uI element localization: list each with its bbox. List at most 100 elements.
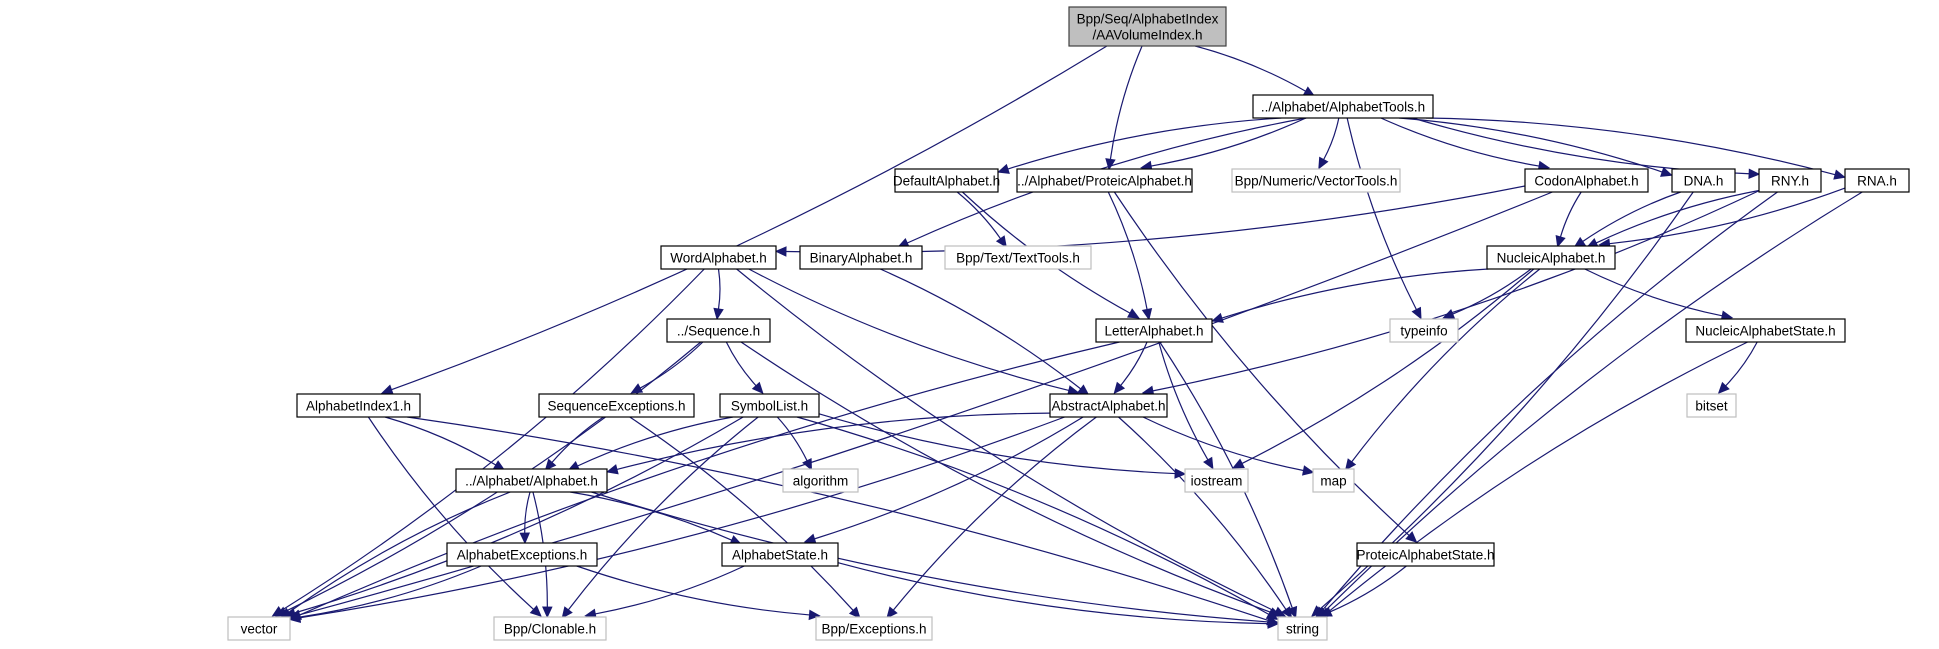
node-alphabetstate[interactable]: AlphabetState.h — [721, 542, 839, 567]
edge-codonalphabet-to-nucleicalphabet — [1555, 191, 1582, 248]
node-box — [446, 542, 598, 567]
edge-line — [1398, 117, 1663, 173]
node-label: BinaryAlphabet.h — [810, 251, 913, 266]
node-box — [1486, 245, 1616, 270]
edge-line — [616, 412, 1051, 470]
node-codonalphabet[interactable]: CodonAlphabet.h — [1524, 168, 1649, 193]
edge-alphabetindex1-to-alphabet — [384, 416, 506, 471]
edge-alphabettools-to-rna — [1425, 117, 1846, 180]
edge-nucleicalphabetstate-to-bitset — [1717, 341, 1758, 394]
edge-line — [1194, 45, 1306, 92]
edge-line — [391, 45, 1108, 391]
edge-line — [1425, 117, 1836, 176]
node-label: NucleicAlphabetState.h — [1695, 324, 1835, 339]
node-dna[interactable]: DNA.h — [1671, 168, 1736, 193]
edge-alphabetstate-to-string — [837, 562, 1280, 629]
node-alphabet[interactable]: ../Alphabet/Alphabet.h — [455, 468, 608, 493]
edge-line — [551, 416, 604, 463]
node-map: map — [1312, 468, 1355, 493]
node-letteralphabet[interactable]: LetterAlphabet.h — [1095, 318, 1213, 343]
arrowhead-icon — [995, 235, 1007, 248]
arrowhead-icon — [1717, 381, 1730, 394]
edge-rna-to-nucleicalphabet — [1598, 187, 1846, 249]
edge-line — [1351, 268, 1541, 463]
node-label: typeinfo — [1400, 324, 1447, 339]
node-rny[interactable]: RNY.h — [1758, 168, 1822, 193]
edge-root-to-alphabettools — [1194, 45, 1316, 97]
arrowhead-icon — [1748, 168, 1761, 179]
node-box — [1095, 318, 1213, 343]
node-alphabettools[interactable]: ../Alphabet/AlphabetTools.h — [1252, 94, 1434, 119]
arrowhead-icon — [1127, 308, 1140, 319]
node-wordalphabet[interactable]: WordAlphabet.h — [660, 245, 777, 270]
edge-line — [837, 562, 1269, 625]
arrowhead-icon — [1405, 531, 1418, 543]
node-box — [894, 168, 999, 193]
node-alphabetexceptions[interactable]: AlphabetExceptions.h — [446, 542, 598, 567]
edge-abstractalphabet-to-vector — [288, 416, 1065, 623]
node-label: bitset — [1695, 399, 1728, 414]
edge-symbollist-to-algorithm — [776, 416, 812, 471]
node-box — [1252, 94, 1434, 119]
node-label: string — [1286, 622, 1319, 637]
arrowhead-icon — [544, 458, 557, 471]
node-label: ../Alphabet/ProteicAlphabet.h — [1017, 174, 1192, 189]
arrowhead-icon — [1174, 468, 1187, 479]
node-label: iostream — [1191, 474, 1243, 489]
arrowhead-icon — [1319, 606, 1333, 617]
edge-defaultalphabet-to-texttools — [956, 191, 1007, 248]
edge-abstractalphabet-to-map — [1142, 416, 1315, 476]
node-proteicalphabet[interactable]: ../Alphabet/ProteicAlphabet.h — [1016, 168, 1193, 193]
node-label: WordAlphabet.h — [670, 251, 767, 266]
node-sequenceexceptions[interactable]: SequenceExceptions.h — [538, 393, 695, 418]
edge-line — [1584, 268, 1723, 317]
node-label: AlphabetState.h — [732, 548, 828, 563]
arrowhead-icon — [803, 533, 817, 544]
edge-line — [1107, 191, 1148, 310]
edge-nucleicalphabet-to-iostream — [1232, 268, 1535, 469]
edge-line — [907, 117, 1307, 244]
node-alphabetindex1[interactable]: AlphabetIndex1.h — [296, 393, 421, 418]
edge-sequenceexceptions-to-exceptions — [629, 416, 861, 619]
edge-nucleicalphabetstate-to-string — [1320, 341, 1748, 619]
arrowhead-icon — [529, 605, 542, 617]
edge-line — [1380, 117, 1540, 167]
node-box — [1231, 168, 1401, 193]
node-label: SequenceExceptions.h — [547, 399, 685, 414]
edge-line — [591, 491, 1269, 623]
node-binaryalphabet[interactable]: BinaryAlphabet.h — [799, 245, 923, 270]
node-defaultalphabet[interactable]: DefaultAlphabet.h — [893, 168, 1000, 193]
node-label: ../Sequence.h — [677, 324, 760, 339]
edge-symbollist-to-string — [796, 416, 1279, 620]
node-box — [1184, 468, 1249, 493]
edge-line — [1582, 191, 1681, 242]
node-rna[interactable]: RNA.h — [1844, 168, 1910, 193]
node-box — [1277, 616, 1328, 641]
edge-alphabetexceptions-to-exceptions — [576, 565, 821, 621]
edge-line — [736, 268, 1277, 613]
edge-line — [595, 565, 745, 615]
node-label: algorithm — [793, 474, 849, 489]
node-nucleicalphabetstate[interactable]: NucleicAlphabetState.h — [1685, 318, 1846, 343]
node-abstractalphabet[interactable]: AbstractAlphabet.h — [1049, 393, 1168, 418]
node-root[interactable]: Bpp/Seq/AlphabetIndex/AAVolumeIndex.h — [1068, 6, 1227, 47]
node-symbollist[interactable]: SymbolList.h — [719, 393, 820, 418]
node-box — [1312, 468, 1355, 493]
node-nucleicalphabet[interactable]: NucleicAlphabet.h — [1486, 245, 1616, 270]
edge-abstractalphabet-to-alphabet — [606, 412, 1051, 475]
edge-line — [717, 268, 721, 310]
edge-line — [576, 565, 810, 616]
node-label: AlphabetExceptions.h — [457, 548, 588, 563]
node-label: DefaultAlphabet.h — [893, 174, 1000, 189]
node-box — [944, 245, 1092, 270]
edge-rny-to-abstractalphabet — [1141, 190, 1760, 396]
node-label: map — [1320, 474, 1346, 489]
arrowhead-icon — [713, 307, 724, 321]
node-sequence[interactable]: ../Sequence.h — [666, 318, 771, 343]
arrowhead-icon — [802, 457, 812, 471]
edge-abstractalphabet-to-string — [1118, 416, 1293, 619]
edge-line — [818, 413, 1176, 475]
nodes-layer: Bpp/Seq/AlphabetIndex/AAVolumeIndex.h ../… — [227, 6, 1910, 641]
node-proteicalphabetstate[interactable]: ProteicAlphabetState.h — [1356, 542, 1495, 567]
edge-line — [629, 416, 854, 611]
